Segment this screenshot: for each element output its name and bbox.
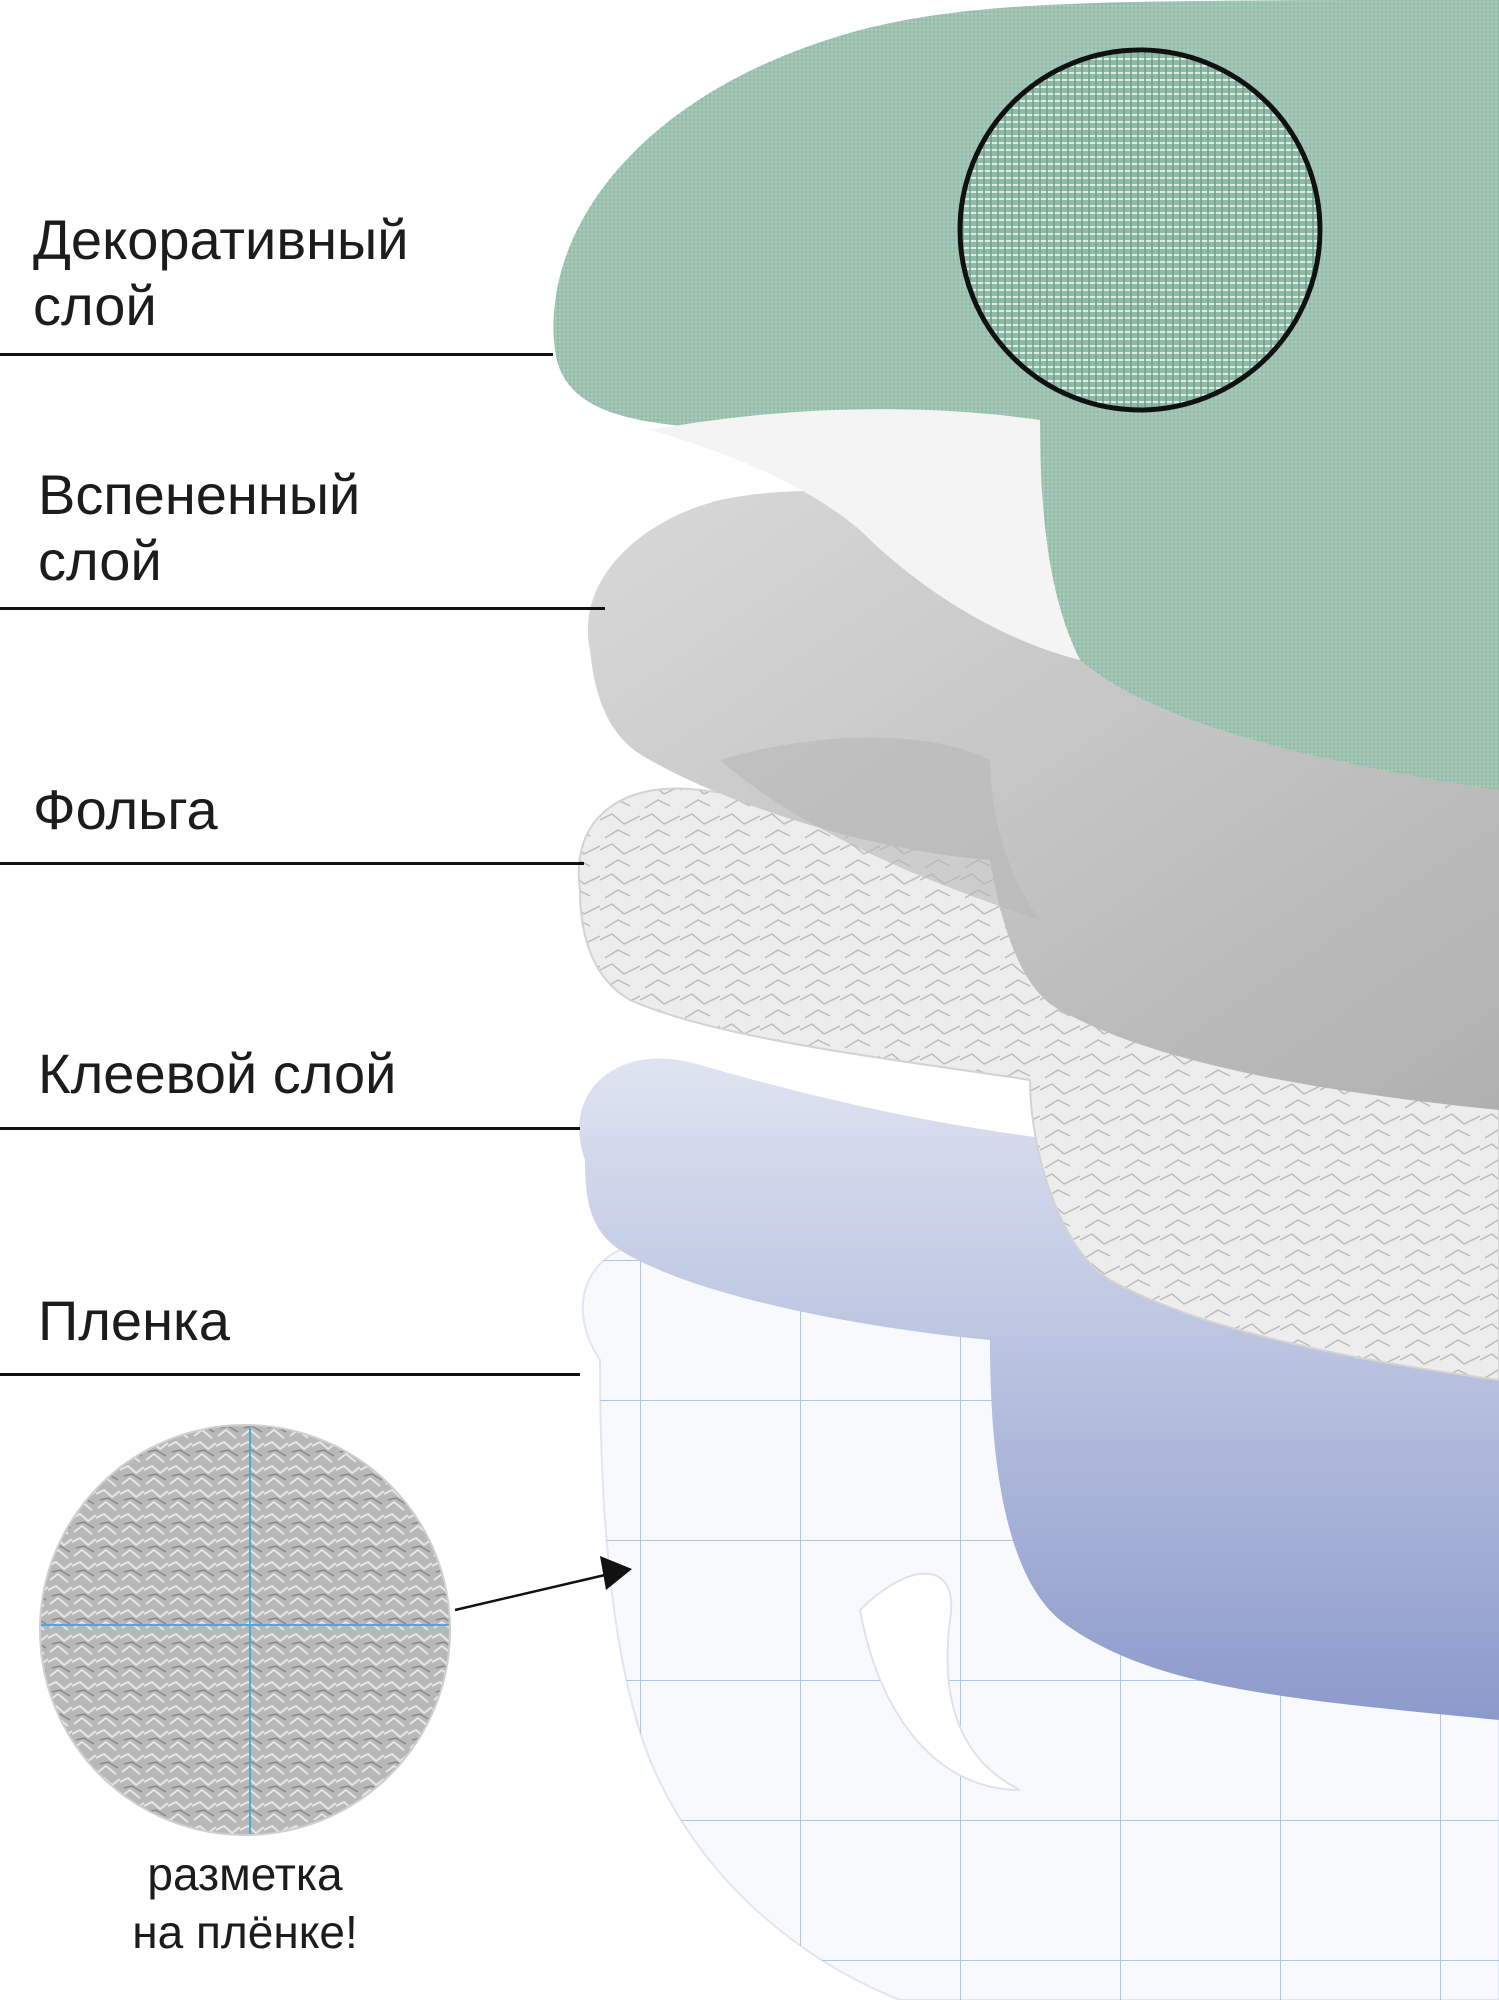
leader-line-foam <box>0 607 605 610</box>
marking-sample-circle <box>40 1425 450 1835</box>
label-decorative-layer: Декоративный слой <box>33 207 409 339</box>
label-film: Пленка <box>38 1288 230 1354</box>
label-adhesive-layer: Клеевой слой <box>38 1041 396 1107</box>
leader-line-film <box>0 1373 580 1376</box>
leader-line-foil <box>0 862 584 865</box>
label-foam-layer: Вспененный слой <box>38 462 360 594</box>
marking-caption: разметка на плёнке! <box>40 1845 450 1961</box>
label-foil: Фольга <box>33 777 218 843</box>
leader-line-adhesive <box>0 1127 580 1130</box>
leader-line-decorative <box>0 353 553 356</box>
pointer-arrow <box>455 1556 632 1610</box>
